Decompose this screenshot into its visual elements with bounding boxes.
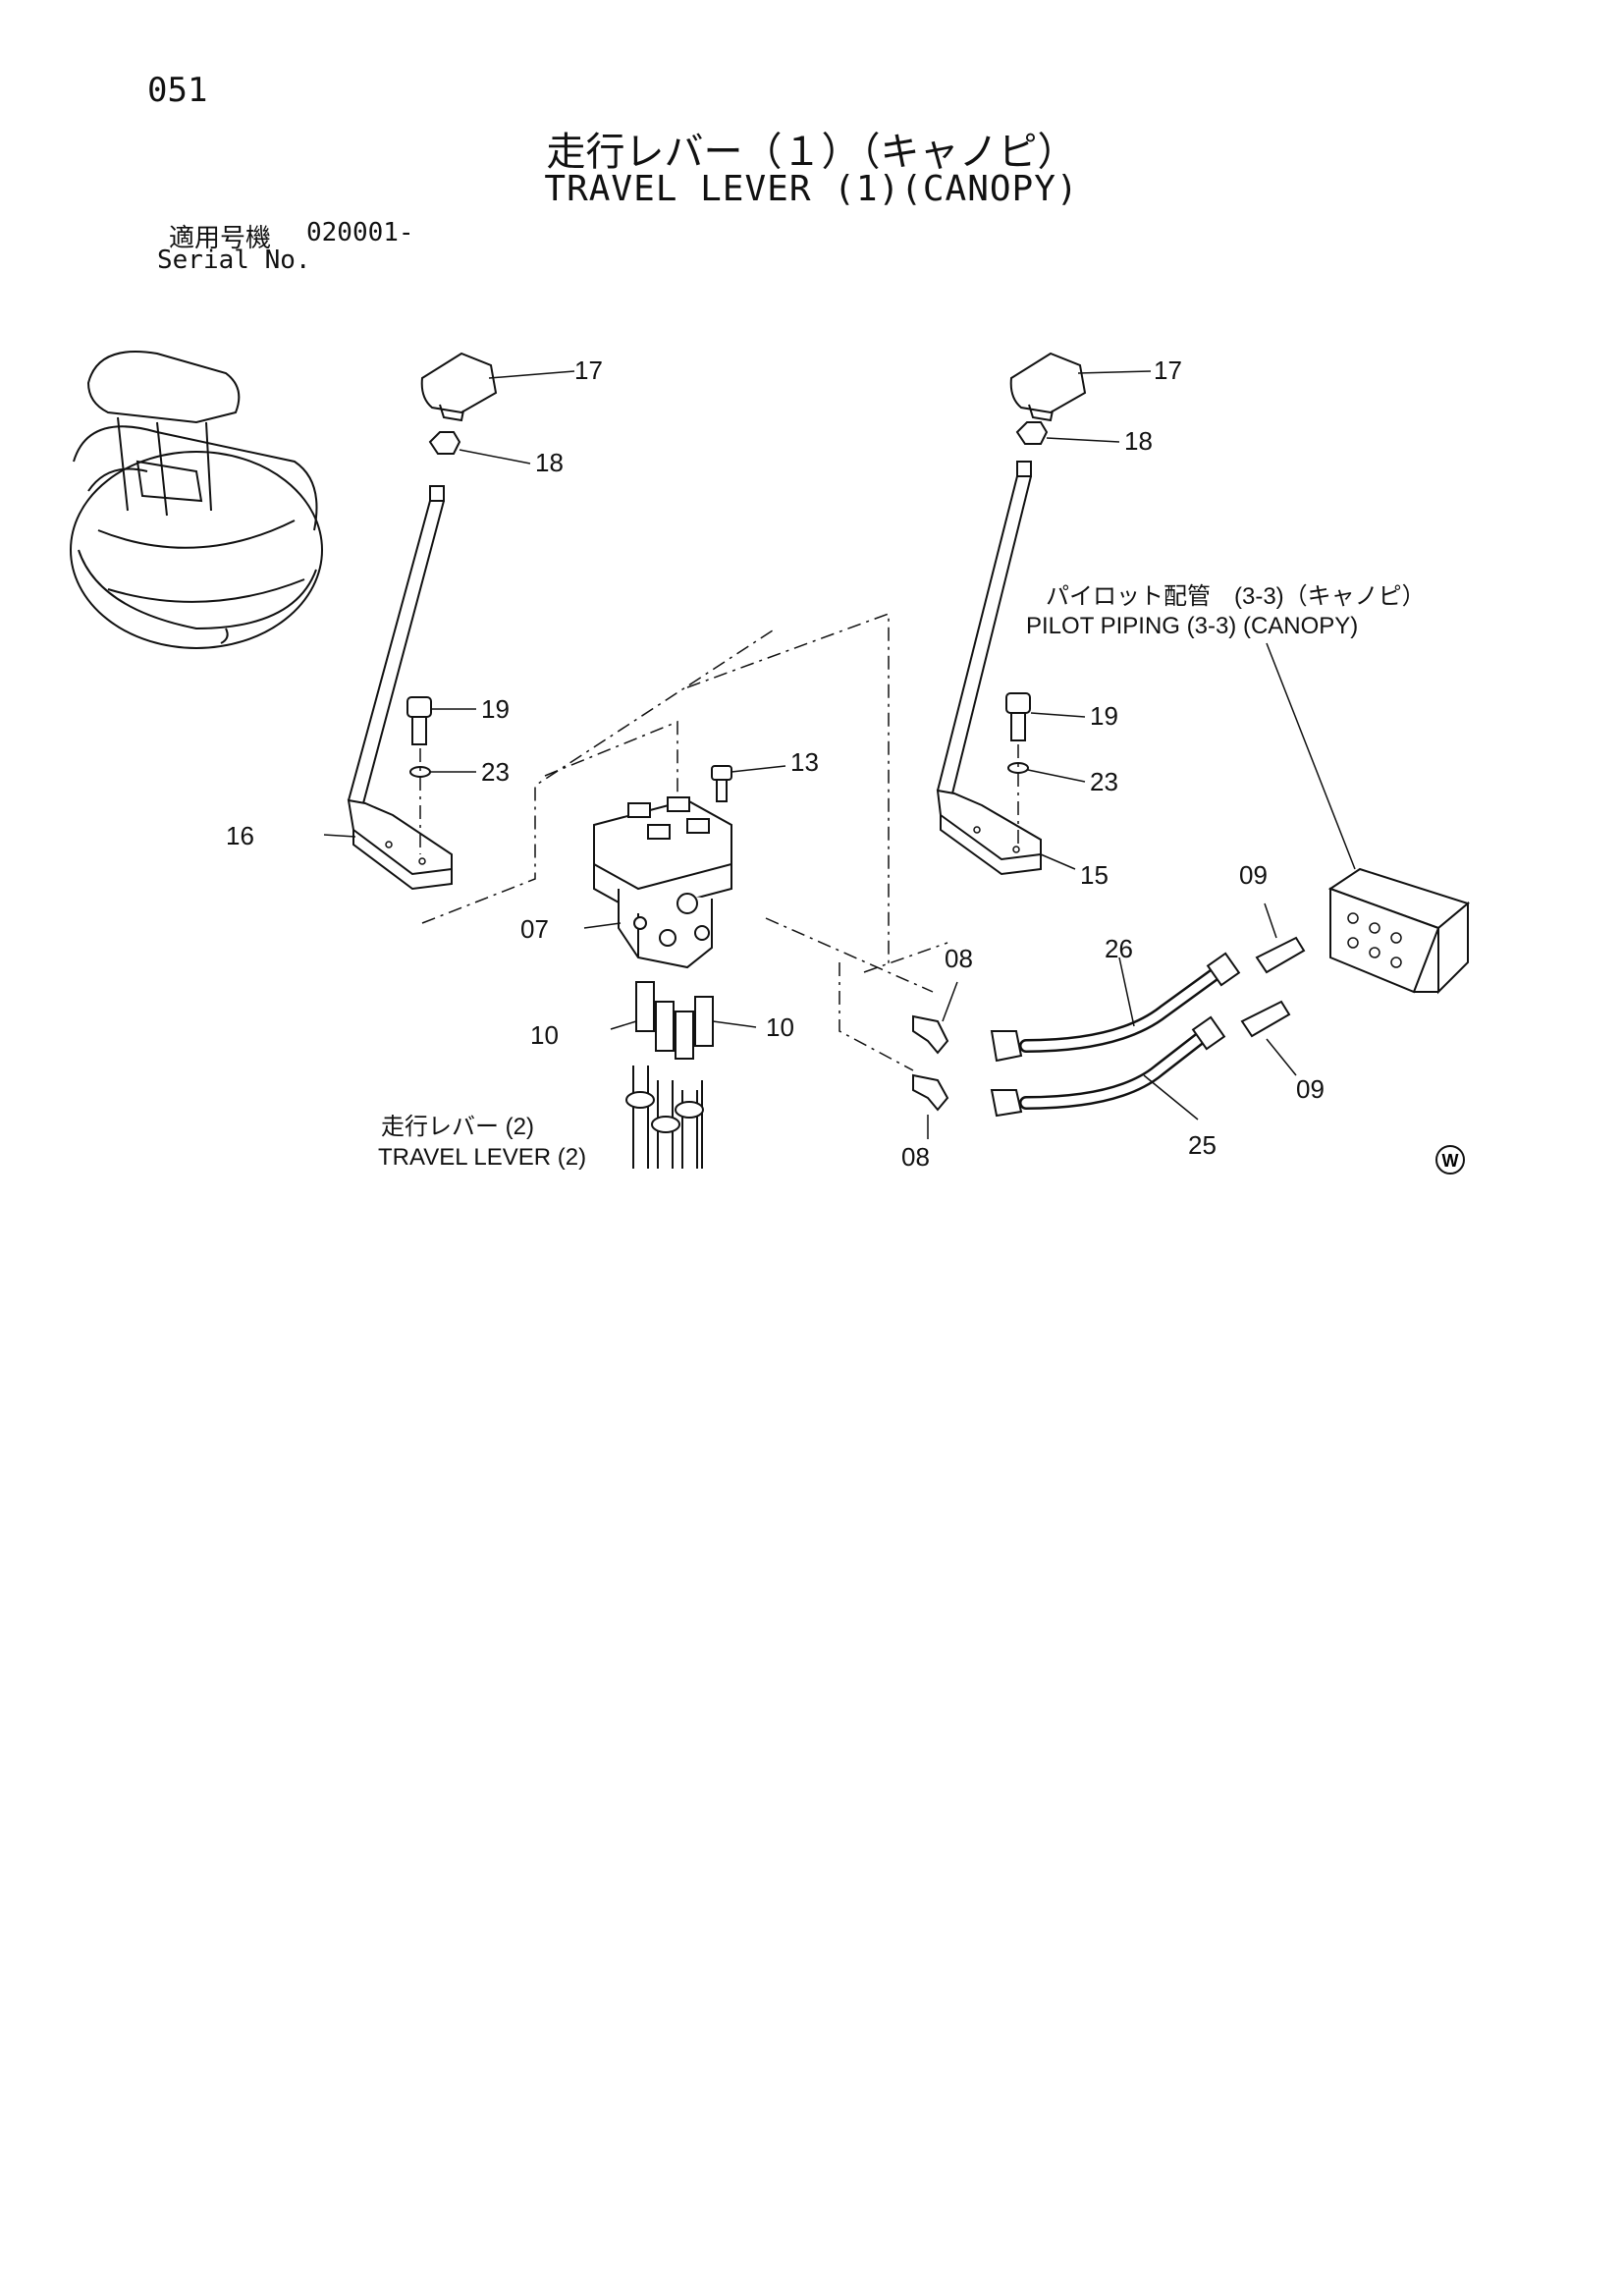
serial-label-jp: 適用号機 (169, 224, 272, 253)
serial-value: 020001- (306, 218, 414, 247)
pilot-piping-ref-jp: パイロット配管 (3-3)（キャノピ） (1046, 583, 1426, 610)
callout-10-left: 10 (530, 1020, 559, 1050)
callout-15: 15 (1080, 860, 1109, 890)
callout-19-right: 19 (1090, 701, 1118, 731)
callout-23-right: 23 (1090, 767, 1118, 796)
page-number: 051 (147, 71, 208, 110)
travel-lever2-ref-jp: 走行レバー (2) (381, 1114, 534, 1140)
alignment-lines (421, 612, 948, 1071)
callout-23-left: 23 (481, 757, 510, 787)
pilot-valve (583, 765, 786, 1169)
page-title-jp: 走行レバー（１）（キャノピ） (546, 130, 1077, 175)
right-lever-assembly (936, 352, 1152, 876)
pilot-piping-ref-en: PILOT PIPING (3-3) (CANOPY) (1026, 613, 1358, 639)
reference-labels: パイロット配管 (3-3)（キャノピ） PILOT PIPING (3-3) (… (378, 583, 1426, 1171)
machine-location-illustration (70, 351, 323, 649)
hoses (990, 952, 1241, 1121)
callout-13: 13 (790, 747, 819, 777)
callout-18-right: 18 (1124, 426, 1153, 456)
callout-17-left: 17 (574, 355, 603, 385)
serial-label-en: Serial No. (157, 246, 311, 275)
callout-08-bottom: 08 (901, 1142, 930, 1172)
callout-labels: 17 18 19 23 16 13 07 10 10 17 18 19 23 1… (226, 355, 1325, 1172)
callout-08-top: 08 (945, 944, 973, 973)
callout-26: 26 (1105, 934, 1133, 963)
corner-w-letter: W (1442, 1151, 1459, 1171)
callout-07: 07 (520, 914, 549, 944)
elbow-fittings (912, 981, 958, 1139)
travel-lever2-ref-en: TRAVEL LEVER (2) (378, 1144, 586, 1171)
callout-09-top: 09 (1239, 860, 1268, 890)
callout-17-right: 17 (1154, 355, 1182, 385)
straight-fittings (1240, 902, 1306, 1076)
left-lever-assembly (323, 352, 575, 891)
page-title-en: TRAVEL LEVER (1)(CANOPY) (544, 169, 1079, 209)
callout-18-left: 18 (535, 448, 564, 477)
callout-10-right: 10 (766, 1012, 794, 1042)
callout-19-left: 19 (481, 694, 510, 724)
callout-16: 16 (226, 821, 254, 850)
callout-09-bottom: 09 (1296, 1074, 1325, 1104)
callout-25: 25 (1188, 1130, 1217, 1160)
corner-w-mark: W (1435, 1145, 1465, 1175)
pilot-block (1266, 642, 1471, 995)
